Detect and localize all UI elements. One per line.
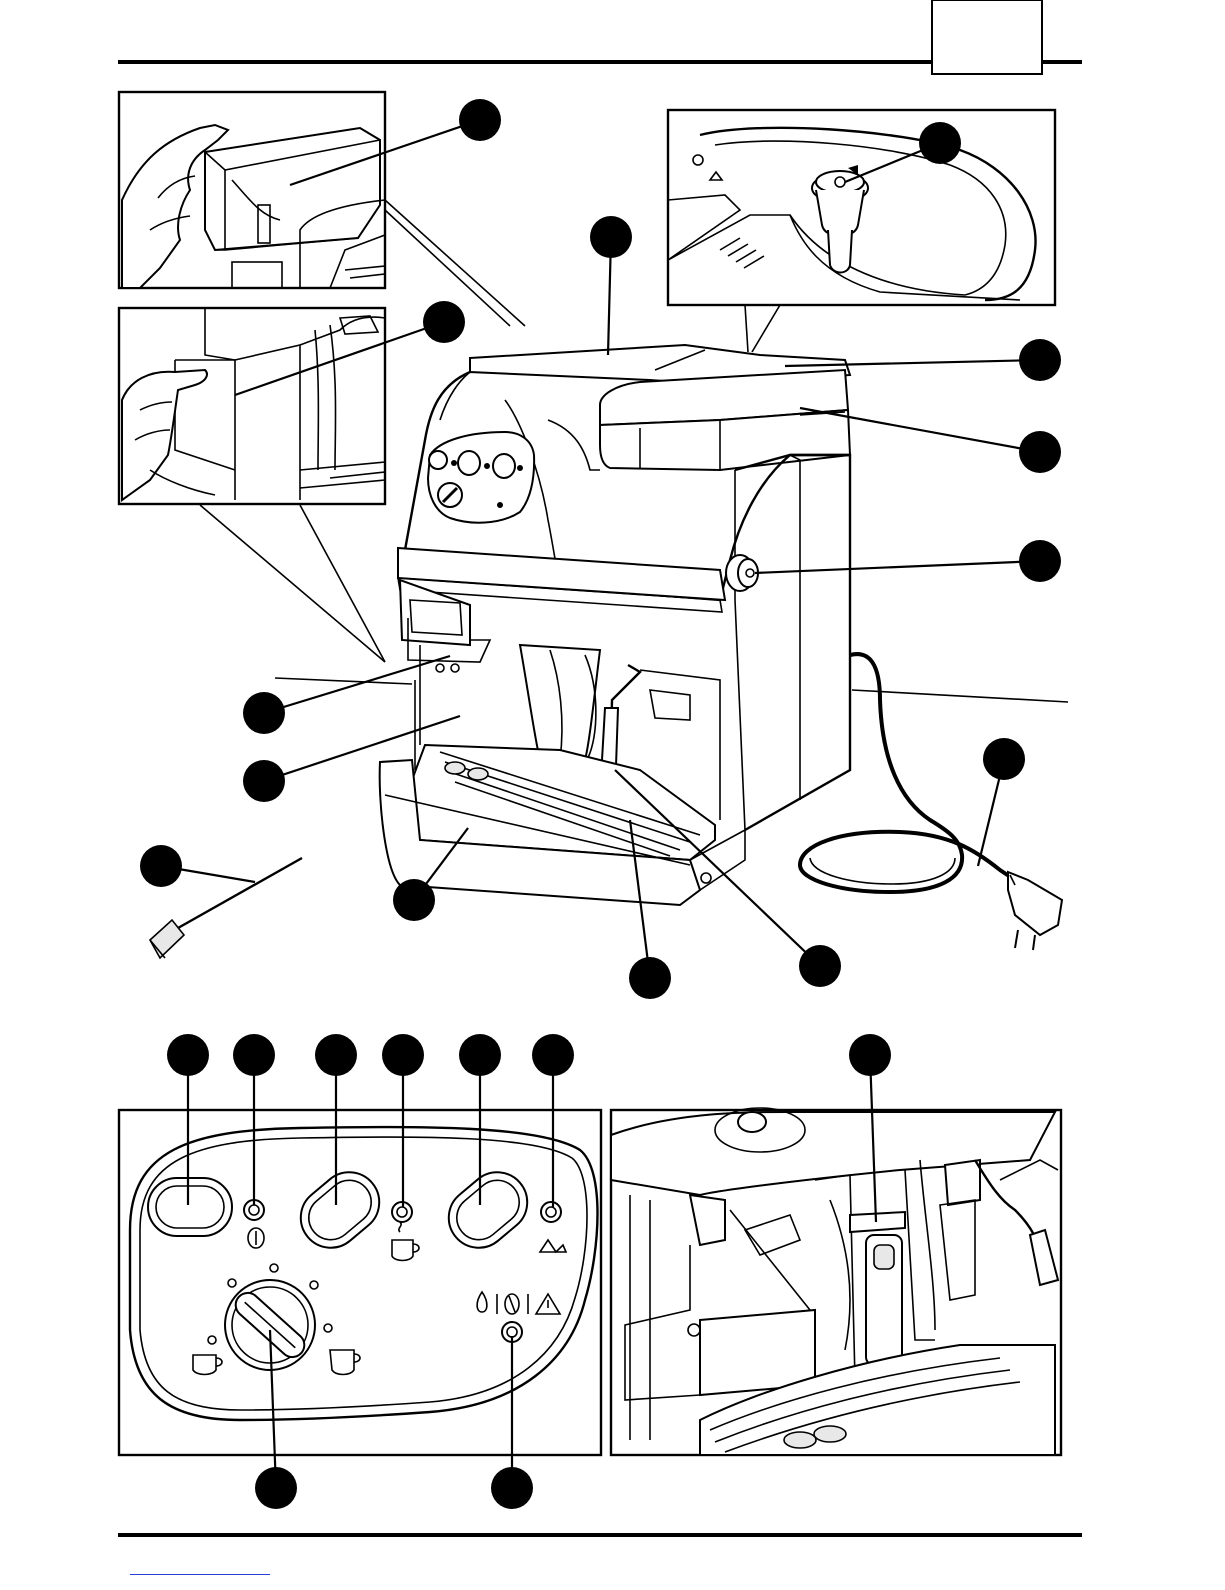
callout-marker [140,845,182,887]
cup-icon [392,1222,419,1261]
footer-link-underline[interactable] [130,1574,270,1575]
callout-marker [167,1034,209,1076]
callout-marker [393,879,435,921]
callout-marker [491,1467,533,1509]
main-machine-view [150,345,1062,958]
detail-water-filter [668,110,1055,305]
callout-marker [1019,339,1061,381]
power-icon [248,1228,264,1248]
large-cup-icon [330,1350,360,1375]
callout-marker [233,1034,275,1076]
callout-marker [255,1467,297,1509]
detail-bean-hopper [119,92,385,288]
callout-marker [799,945,841,987]
callout-marker [983,738,1025,780]
callout-marker [919,122,961,164]
callout-marker [382,1034,424,1076]
header [118,0,1082,74]
page-number-box [932,0,1042,74]
water-drop-icon [477,1292,487,1312]
control-panel-detail [119,1110,601,1455]
callout-marker [532,1034,574,1076]
coffee-bean-icon [505,1294,519,1314]
callout-marker [1019,431,1061,473]
warning-icon [536,1294,560,1314]
callouts-control-panel [167,1034,574,1509]
detail-coffee-spout [119,308,385,504]
callout-marker [849,1034,891,1076]
callout-marker [459,99,501,141]
callout-marker [590,216,632,258]
callout-marker [629,957,671,999]
callout-marker [423,301,465,343]
callout-marker [315,1034,357,1076]
callout-marker [459,1034,501,1076]
callout-marker [243,692,285,734]
small-cup-icon [193,1355,222,1375]
brewing-unit-detail [611,1108,1061,1455]
callout-marker [1019,540,1061,582]
callout-marker [243,760,285,802]
steam-icon [540,1240,566,1252]
